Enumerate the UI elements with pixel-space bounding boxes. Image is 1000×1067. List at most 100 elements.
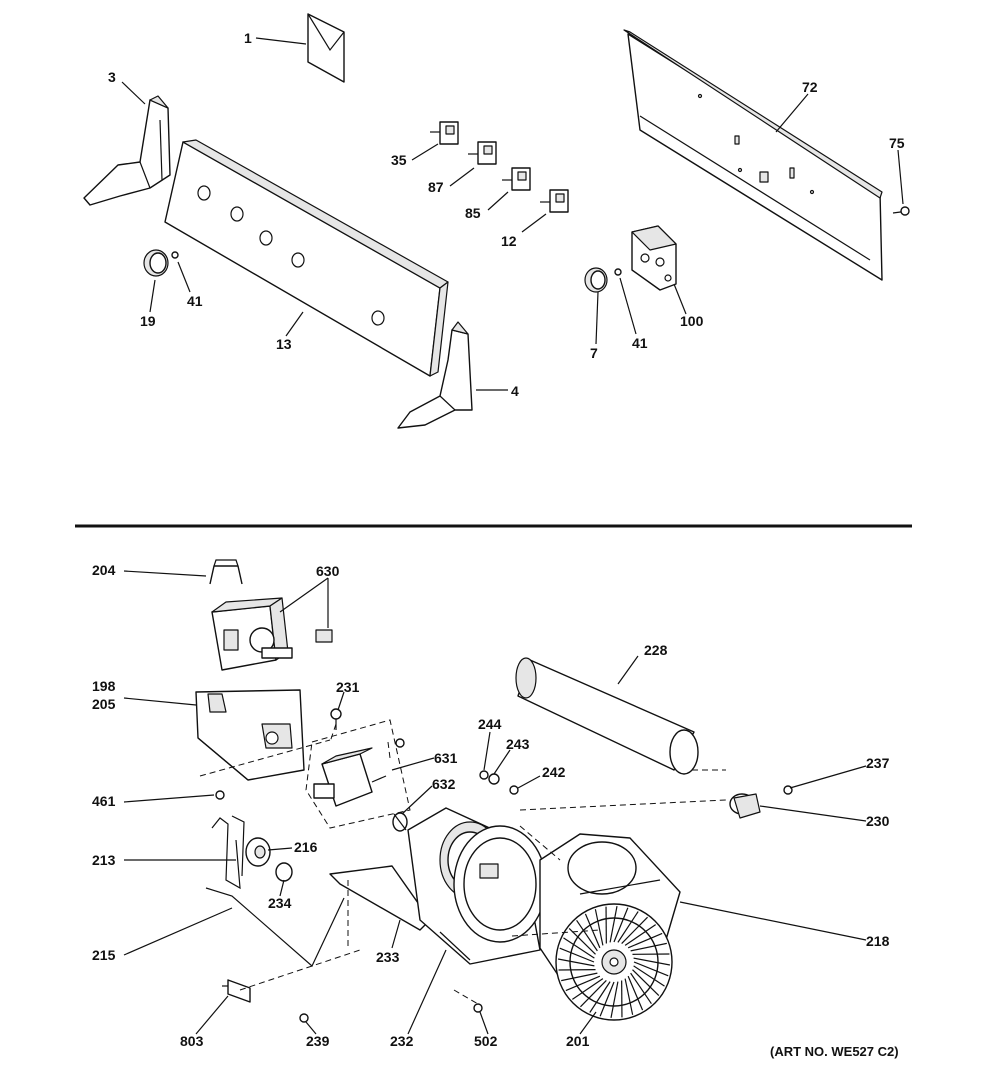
blower-fin: [627, 932, 663, 949]
blower-fin: [630, 942, 667, 952]
callout-244: 244: [478, 716, 502, 732]
switch-part-85: [502, 167, 531, 191]
callout-234: 234: [268, 895, 292, 911]
blower-fin: [627, 975, 644, 1011]
motor-pulley-part: [392, 812, 408, 832]
blower-fin: [609, 905, 618, 943]
drive-belt-part: [205, 887, 345, 967]
blower-fin: [561, 972, 598, 982]
bottom-leader-lines: [123, 570, 867, 1035]
blower-fin: [589, 981, 611, 1013]
motor-mount-bracket-part: [195, 689, 305, 781]
screw-part-502: [473, 1003, 483, 1013]
assembly-dashed-lines: [199, 723, 727, 1005]
blower-fin: [630, 972, 652, 1005]
blower-fin: [565, 975, 601, 992]
thermostat-part: [729, 793, 761, 819]
spring-clip-part-41a: [171, 251, 179, 259]
callout-1: 1: [244, 30, 252, 46]
blower-fin: [599, 981, 615, 1017]
callout-233: 233: [376, 949, 400, 965]
screw-part-75: [892, 206, 910, 216]
callout-198: 198: [92, 678, 116, 694]
motor-clip-part: [209, 559, 243, 585]
callout-72: 72: [802, 79, 818, 95]
callout-218: 218: [866, 933, 890, 949]
blower-wheel-part: [555, 903, 673, 1021]
callout-7: 7: [590, 345, 598, 361]
blower-fin: [563, 937, 595, 959]
callout-243: 243: [506, 736, 530, 752]
callout-3: 3: [108, 69, 116, 85]
knob-part-19: [143, 249, 169, 277]
back-panel-part: [623, 29, 883, 281]
callout-4: 4: [511, 383, 519, 399]
art-number-label: (ART NO. WE527 C2): [770, 1044, 899, 1059]
callout-630: 630: [316, 563, 340, 579]
blower-fin: [633, 957, 671, 966]
idler-arm-part: [211, 815, 245, 890]
callout-205: 205: [92, 696, 116, 712]
blower-fin: [613, 907, 629, 943]
callout-242: 242: [542, 764, 566, 780]
spring-clip-part-41b: [614, 268, 622, 276]
callout-204: 204: [92, 562, 116, 578]
screw-part-231: [330, 708, 342, 730]
callout-85: 85: [465, 205, 481, 221]
callout-13: 13: [276, 336, 292, 352]
left-end-cap-part: [83, 95, 171, 206]
callout-239: 239: [306, 1033, 330, 1049]
thermal-fuse-part: [222, 979, 251, 1003]
blower-housing-part: [453, 825, 547, 943]
callout-35: 35: [391, 152, 407, 168]
control-panel-part: [164, 139, 449, 377]
blower-fin: [576, 919, 598, 952]
washer-part-244: [479, 770, 489, 780]
switch-part-87: [468, 141, 497, 165]
knob-part-7: [584, 267, 608, 293]
washer-part-243: [488, 773, 500, 785]
blower-fin: [621, 916, 648, 944]
callout-100: 100: [680, 313, 704, 329]
callout-41-top-right: 41: [632, 335, 648, 351]
blower-fin: [624, 978, 634, 1015]
callout-213: 213: [92, 852, 116, 868]
seal-strip-part: [439, 931, 471, 961]
right-end-cap-part: [397, 321, 473, 429]
blower-fin: [571, 978, 604, 1000]
callout-41-top-left: 41: [187, 293, 203, 309]
switch-part-12: [540, 189, 569, 213]
callout-230: 230: [866, 813, 890, 829]
timer-module-part: [631, 225, 677, 291]
drive-motor-part: [313, 747, 387, 807]
callout-215: 215: [92, 947, 116, 963]
blower-fin: [559, 947, 595, 963]
callout-87: 87: [428, 179, 444, 195]
wire-connector-part: [315, 629, 333, 643]
blower-fin: [610, 981, 619, 1019]
callout-502: 502: [474, 1033, 498, 1049]
callout-216: 216: [294, 839, 318, 855]
exhaust-duct-part: [515, 657, 699, 775]
blower-fin: [633, 965, 665, 987]
callout-237: 237: [866, 755, 890, 771]
blower-fin: [568, 928, 596, 955]
motor-switch-part: [211, 597, 293, 671]
screw-part-242: [509, 785, 519, 795]
blower-fin: [580, 980, 607, 1008]
blower-fin: [633, 961, 669, 977]
callout-632: 632: [432, 776, 456, 792]
switch-part-35: [430, 121, 459, 145]
callout-19: 19: [140, 313, 156, 329]
callout-228: 228: [644, 642, 668, 658]
callout-803: 803: [180, 1033, 204, 1049]
blower-fin: [624, 924, 657, 946]
callout-232: 232: [390, 1033, 414, 1049]
screw-part-461: [215, 790, 225, 800]
idler-pulley-part: [245, 837, 271, 867]
blower-fin: [594, 909, 604, 946]
blower-fin: [632, 969, 660, 996]
callout-12: 12: [501, 233, 517, 249]
blower-fin: [557, 958, 595, 967]
